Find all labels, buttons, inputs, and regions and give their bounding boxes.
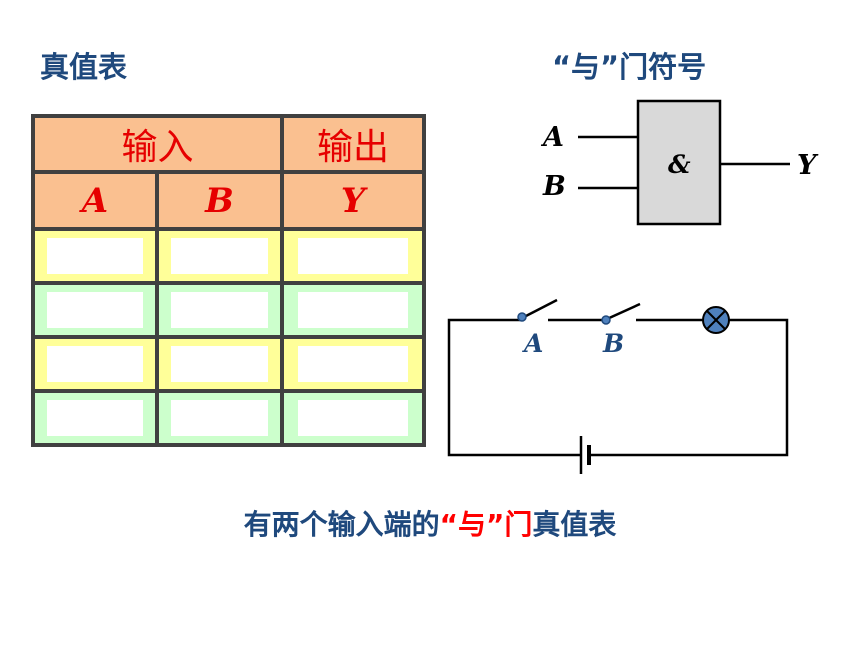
lamp-icon [702, 306, 730, 334]
blank-cell [47, 238, 143, 274]
and-gate-symbol: A B & Y [540, 99, 819, 226]
blank-cell [171, 346, 268, 382]
blank-cell [47, 346, 143, 382]
truth-table-title: 真值表 [40, 50, 128, 84]
series-circuit: A B [447, 298, 789, 474]
blank-cell [47, 292, 143, 328]
circuit-wire-right [588, 318, 789, 457]
caption-prefix: 有两个输入端的 [243, 508, 440, 541]
input-header: 输入 [31, 114, 284, 174]
switch-b-pivot [601, 315, 611, 325]
switch-a-blade [523, 298, 558, 319]
switch-a-label: A [522, 329, 543, 358]
circuit-wire-left [447, 318, 580, 457]
variable-b-header: B [155, 170, 284, 231]
table-row [31, 335, 426, 393]
table-row [31, 389, 426, 447]
output-header: 输出 [280, 114, 426, 174]
blank-cell [297, 238, 409, 274]
variable-y-header: Y [280, 170, 426, 231]
switch-b-blade [606, 302, 641, 321]
truth-table: 输入 输出 A B Y [31, 114, 426, 447]
variable-a-header: A [31, 170, 159, 231]
gate-output-label: Y [797, 150, 819, 181]
gate-input-a-label: A [540, 122, 564, 153]
battery-icon [579, 436, 591, 474]
caption-highlight: “与”门 [439, 508, 533, 541]
gate-input-b-label: B [542, 171, 566, 202]
blank-cell [297, 400, 409, 436]
blank-cell [297, 292, 409, 328]
blank-cell [171, 238, 268, 274]
gate-symbol-title: “与”门符号 [552, 50, 707, 84]
table-row [31, 281, 426, 339]
caption-suffix: 真值表 [532, 508, 617, 541]
switch-b-label: B [602, 329, 624, 358]
caption: 有两个输入端的“与”门真值表 [0, 503, 860, 543]
blank-cell [171, 400, 268, 436]
table-row [31, 227, 426, 285]
blank-cell [47, 400, 143, 436]
blank-cell [171, 292, 268, 328]
switch-a-pivot [517, 312, 527, 322]
gate-and-symbol: & [668, 150, 691, 179]
blank-cell [297, 346, 409, 382]
gate-box [636, 99, 722, 226]
